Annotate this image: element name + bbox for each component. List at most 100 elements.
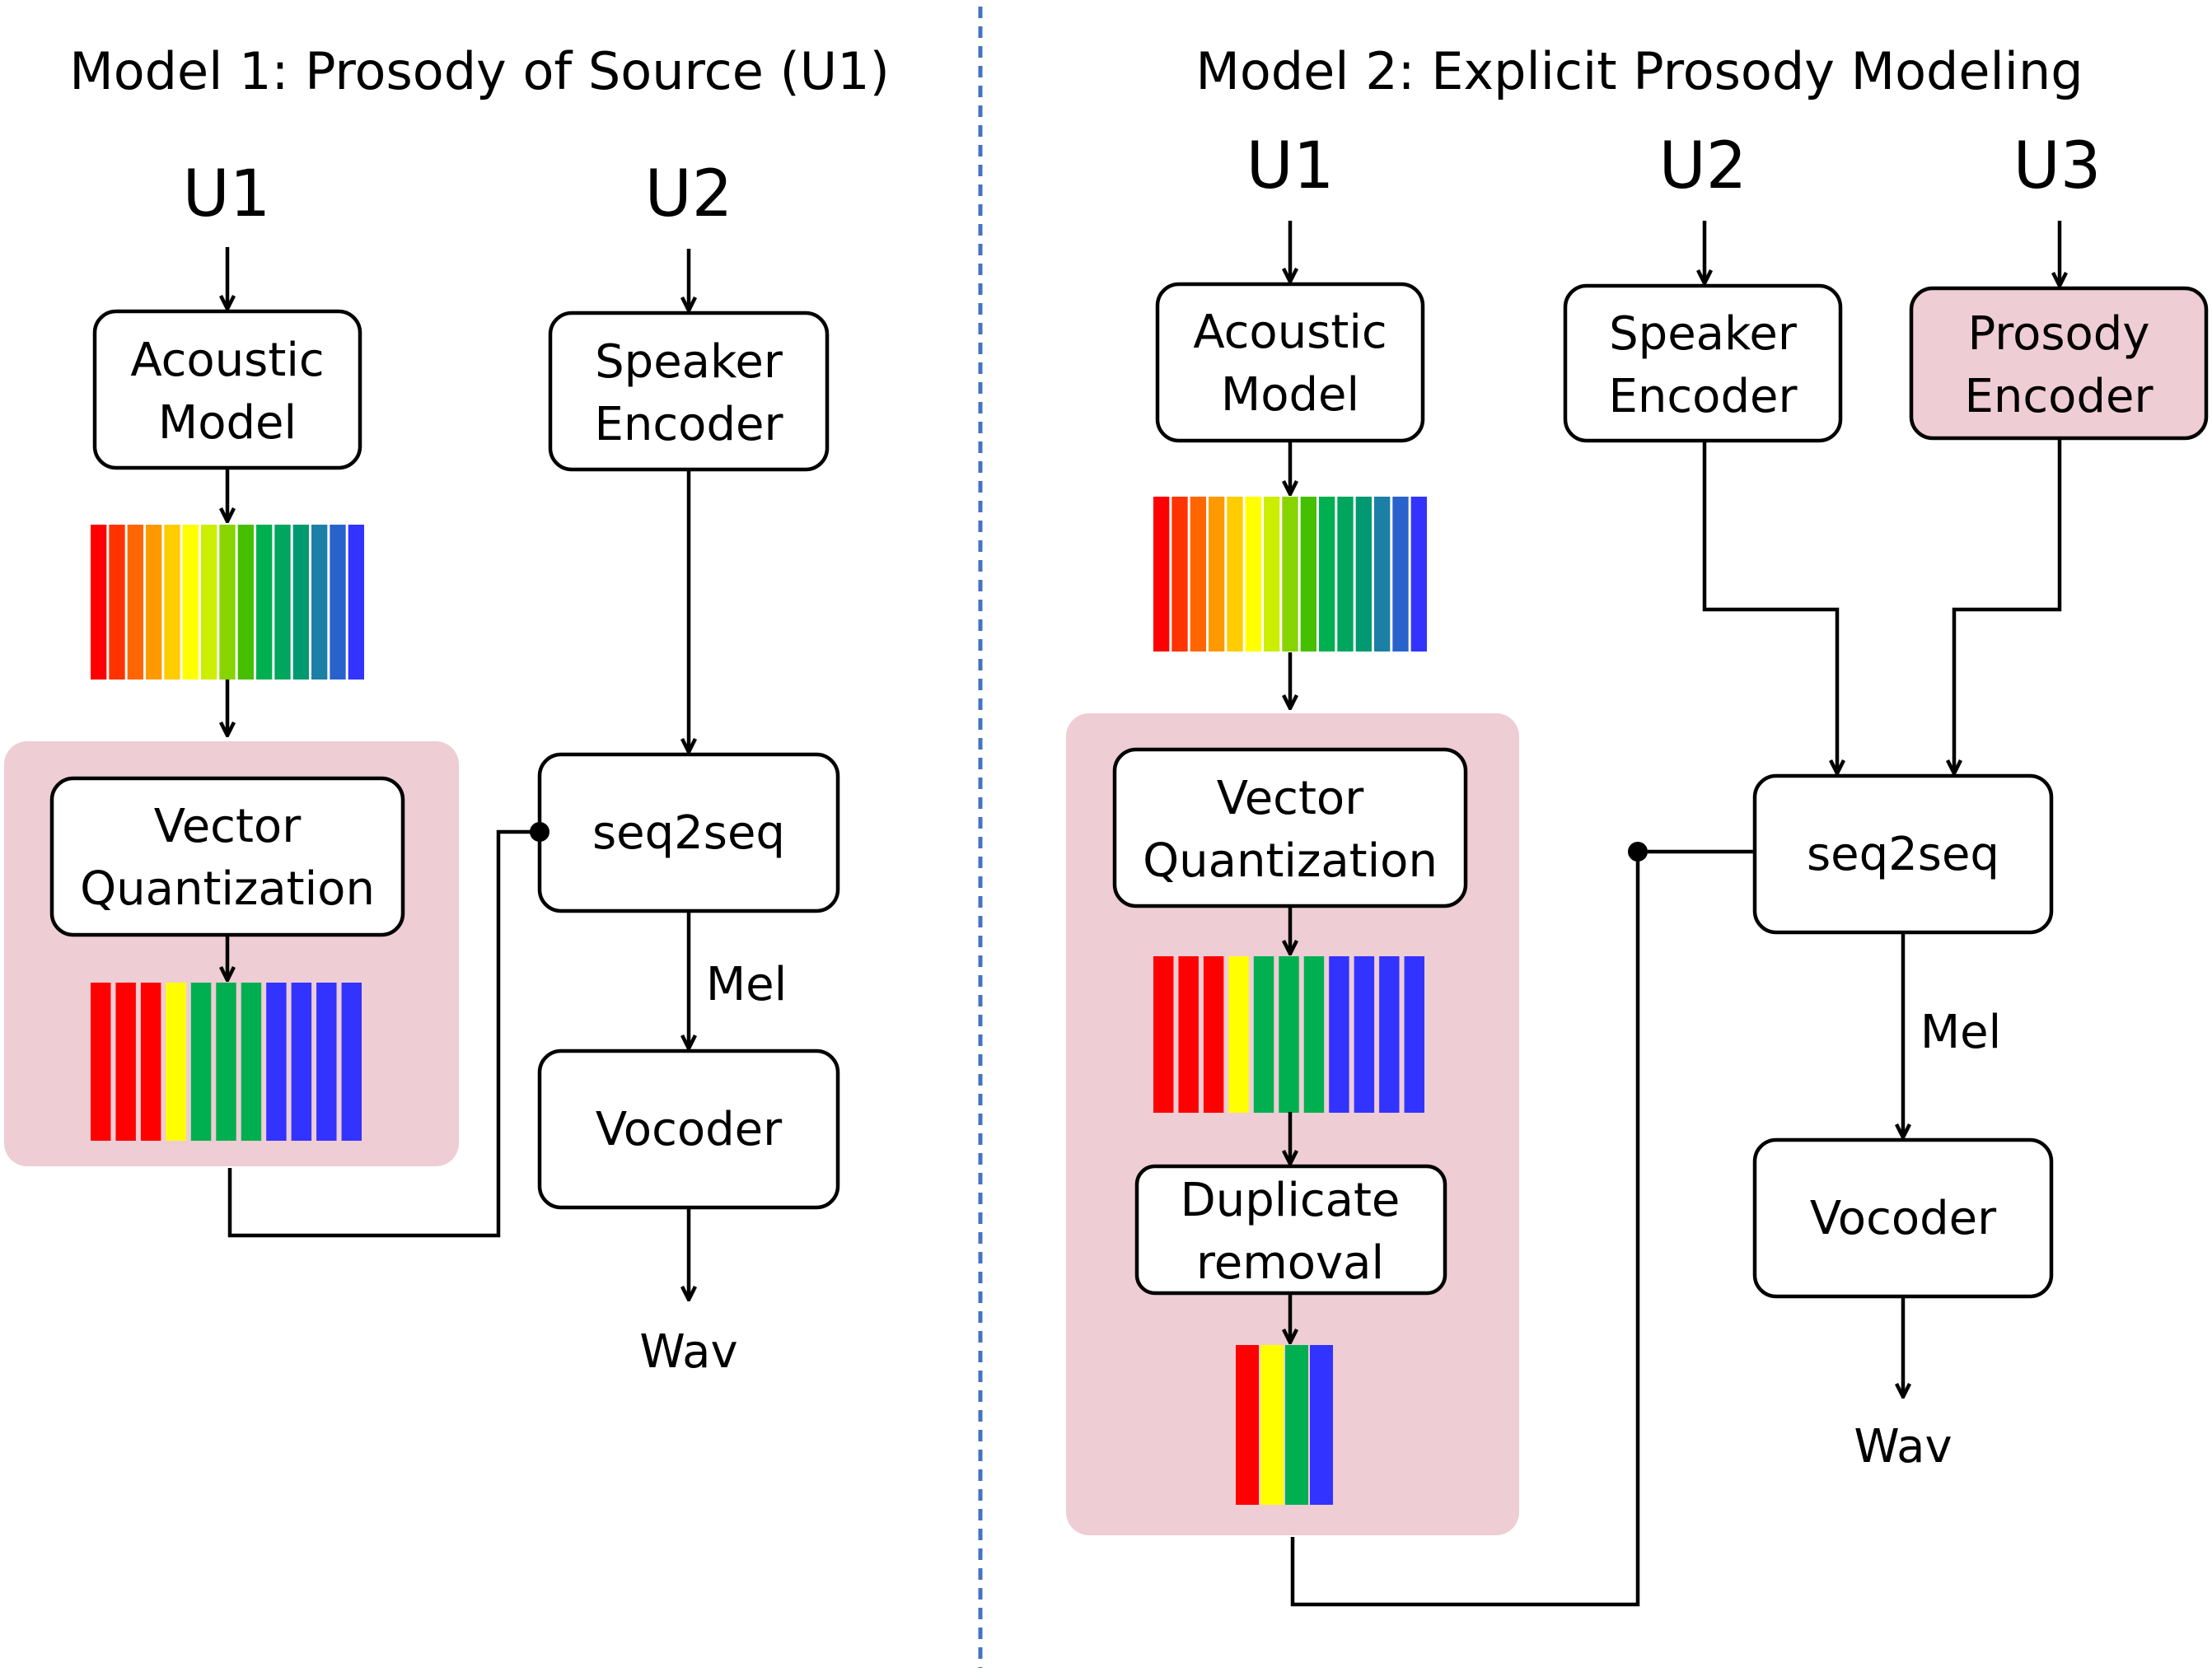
- model-1-feature-stripe: [182, 525, 199, 680]
- model-1-unit-stripe: [140, 983, 161, 1141]
- model-1-feature-stripe: [146, 525, 162, 680]
- model-2-feature-stripe: [1319, 497, 1335, 652]
- model-1-seq2seq-box: seq2seq: [537, 752, 840, 913]
- model-2-title: Model 2: Explicit Prosody Modeling: [1195, 41, 2083, 101]
- model-1-acoustic-model-label-line1: Acoustic: [130, 334, 324, 387]
- model-2-unit-stripe: [1253, 956, 1274, 1113]
- model-2-acoustic-model-label-line1: Acoustic: [1193, 306, 1387, 359]
- model-2-seq2seq-label: seq2seq: [1807, 828, 1999, 881]
- model-2-feature-stripe: [1300, 497, 1316, 652]
- model-2-acoustic-model-label-line2: Model: [1221, 368, 1359, 422]
- model-1-speaker-encoder-box: Speaker Encoder: [548, 311, 830, 472]
- model-2-deduplicated-units: [1236, 1345, 1333, 1505]
- model-1-unit-stripe: [166, 983, 186, 1141]
- model-2-feature-stripe: [1153, 497, 1170, 652]
- model-2-connector-dot: [1628, 842, 1648, 862]
- model-1-feature-stripe: [292, 525, 309, 680]
- model-2-output-wav: Wav: [1854, 1420, 1952, 1474]
- model-1-unit-stripe: [341, 983, 362, 1141]
- model-2-panel: Model 2: Explicit Prosody Modeling U1 U2…: [1066, 41, 2209, 1607]
- model-1-connector-units-to-seq2seq: [227, 829, 540, 1238]
- model-2-feature-stripe: [1264, 497, 1280, 652]
- model-1-vector-quantization-label-line1: Vector: [154, 800, 302, 853]
- model-1-feature-stripe: [164, 525, 180, 680]
- model-2-acoustic-model-box: Acoustic Model: [1155, 282, 1425, 443]
- model-1-feature-stripe: [127, 525, 143, 680]
- model-2-feature-stripe: [1374, 497, 1391, 652]
- model-2-unit-stripe: [1404, 956, 1424, 1113]
- model-2-quantization-region: [1066, 713, 1519, 1535]
- model-2-discrete-units: [1153, 956, 1424, 1113]
- model-1-feature-stripe: [274, 525, 291, 680]
- model-1-feature-stripe: [256, 525, 273, 680]
- model-2-unit-stripe: [1379, 956, 1400, 1113]
- model-2-speaker-encoder-box: Speaker Encoder: [1563, 283, 1843, 443]
- model-1-feature-stripe: [311, 525, 328, 680]
- model-2-vector-quantization-box: Vector Quantization: [1112, 747, 1468, 908]
- model-1-unit-stripe: [190, 983, 212, 1141]
- model-2-arrow-prosody-to-seq2seq: [1954, 440, 2062, 773]
- model-1-feature-stripe: [219, 525, 236, 680]
- model-1-output-wav: Wav: [639, 1325, 737, 1379]
- model-2-speaker-encoder-label-line2: Encoder: [1609, 370, 1798, 423]
- model-1-unit-stripe: [115, 983, 136, 1141]
- model-1-unit-stripe: [266, 983, 287, 1141]
- model-2-feature-stripe: [1190, 497, 1206, 652]
- model-1-vocoder-box: Vocoder: [537, 1049, 840, 1210]
- model-1-mel-label: Mel: [706, 958, 787, 1011]
- model-2-vocoder-box: Vocoder: [1752, 1137, 2054, 1299]
- model-1-feature-stripe: [330, 525, 346, 680]
- model-1-input-u1: U1: [183, 157, 271, 231]
- model-2-duplicate-removal-label-line2: removal: [1196, 1236, 1384, 1290]
- model-2-prosody-encoder-box: Prosody Encoder: [1909, 286, 2209, 441]
- model-2-feature-stripe: [1209, 497, 1225, 652]
- model-1-title: Model 1: Prosody of Source (U1): [69, 41, 890, 101]
- model-2-feature-stripe: [1282, 497, 1298, 652]
- model-2-seq2seq-box: seq2seq: [1752, 773, 2054, 935]
- model-2-unit-stripe: [1354, 956, 1375, 1113]
- model-1-discrete-units: [91, 983, 362, 1141]
- model-2-input-u3: U3: [2013, 129, 2102, 203]
- model-1-feature-stripe: [237, 525, 254, 680]
- model-2-vector-quantization-label-line2: Quantization: [1143, 834, 1438, 888]
- model-2-feature-stripe: [1245, 497, 1261, 652]
- model-1-feature-stripe: [91, 525, 107, 680]
- model-1-unit-stripe: [316, 983, 337, 1141]
- model-1-connector-dot: [530, 822, 549, 842]
- model-2-unit-stripe: [1329, 956, 1349, 1113]
- model-2-input-u2: U2: [1659, 129, 1747, 203]
- model-2-feature-stripe: [1392, 497, 1409, 652]
- model-2-unit-stripe: [1203, 956, 1224, 1113]
- model-2-vector-quantization-label-line1: Vector: [1217, 772, 1364, 825]
- model-1-vector-quantization-box: Vector Quantization: [49, 776, 405, 937]
- model-1-feature-stripe: [201, 525, 217, 680]
- model-2-feature-stripe: [1227, 497, 1243, 652]
- model-2-feature-stripe: [1171, 497, 1188, 652]
- model-1-input-u2: U2: [645, 157, 733, 231]
- model-2-duplicate-removal-box: Duplicate removal: [1134, 1164, 1447, 1296]
- model-2-unit-stripe: [1228, 956, 1249, 1113]
- model-2-unit-stripe: [1303, 956, 1325, 1113]
- model-1-panel: Model 1: Prosody of Source (U1) U1 U2 Ac…: [4, 41, 890, 1379]
- model-2-feature-stripe: [1337, 497, 1354, 652]
- model-1-acoustic-model-label-line2: Model: [158, 396, 297, 450]
- model-1-unit-stripe: [91, 983, 111, 1141]
- model-2-speaker-encoder-label-line1: Speaker: [1609, 307, 1798, 361]
- model-2-duplicate-removal-label-line1: Duplicate: [1181, 1174, 1401, 1227]
- model-2-unit-stripe: [1279, 956, 1299, 1113]
- model-1-vocoder-label: Vocoder: [596, 1103, 783, 1156]
- model-1-continuous-features: [91, 525, 364, 680]
- model-2-connector-units-to-seq2seq: [1290, 849, 1755, 1607]
- model-1-vector-quantization-label-line2: Quantization: [80, 862, 375, 916]
- model-1-speaker-encoder-label-line2: Encoder: [595, 398, 784, 451]
- model-1-unit-stripe: [291, 983, 312, 1141]
- model-2-dedup-unit-stripe: [1236, 1345, 1259, 1505]
- model-2-dedup-unit-stripe: [1260, 1345, 1284, 1505]
- model-2-mel-label: Mel: [1920, 1006, 2001, 1059]
- model-2-unit-stripe: [1178, 956, 1199, 1113]
- model-1-feature-stripe: [109, 525, 125, 680]
- model-2-vocoder-label: Vocoder: [1810, 1192, 1997, 1245]
- model-2-input-u1: U1: [1246, 129, 1335, 203]
- model-2-dedup-unit-stripe: [1310, 1345, 1333, 1505]
